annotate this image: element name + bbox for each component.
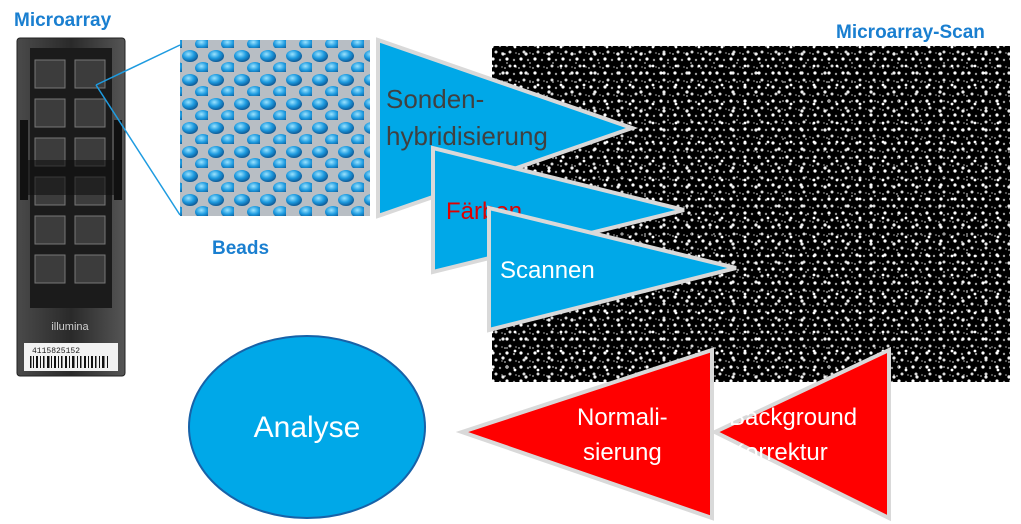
analysis-ellipse	[188, 335, 426, 519]
chip-barcode-number: 4115825152	[32, 347, 80, 356]
step-background-correction-label-line1: Background	[729, 404, 857, 431]
step-background-correction-arrow	[710, 346, 891, 522]
step-hybridization-label-line1: Sonden-	[386, 84, 484, 114]
step-scanning-arrow	[487, 205, 737, 333]
analysis-label: Analyse	[254, 411, 361, 444]
step-background-correction-label-line2: Korrektur	[729, 439, 828, 466]
beads-label: Beads	[212, 238, 270, 259]
chip-brand-text: illumina	[51, 321, 89, 333]
step-normalization-label-line2: sierung	[583, 439, 662, 466]
step-normalization-arrow	[455, 347, 714, 521]
step-scanning-label: Scannen	[500, 257, 595, 284]
zoom-line-bottom	[95, 84, 181, 216]
step-hybridization-label-line2: hybridisierung	[386, 121, 548, 151]
microarray-chip-image: illumina 4115825152	[16, 37, 126, 377]
step-normalization-label-line1: Normali-	[577, 404, 668, 431]
microarray-label: Microarray	[14, 10, 112, 31]
scan-label: Microarray-Scan	[836, 22, 985, 43]
zoom-line-top	[95, 44, 181, 86]
beads-image	[180, 40, 370, 216]
